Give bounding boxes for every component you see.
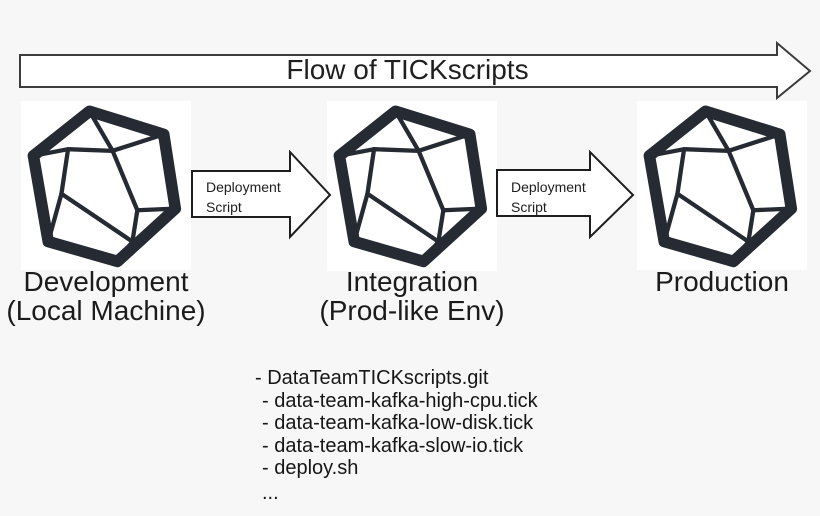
flow-direction-arrow [19,40,812,101]
deployment-label-line: Script [511,199,547,215]
node-label-integration: Integration (Prod-like Env) [312,267,512,325]
file-list-item: - DataTeamTICKscripts.git [255,367,489,389]
deployment-arrow-1-label: Deployment Script [206,177,281,217]
node-title: Development [23,266,189,297]
node-title: Integration [345,266,479,297]
kapacitor-icon [333,105,488,268]
file-list-item: - data-team-kafka-slow-io.tick [262,434,524,457]
node-label-production: Production [622,267,820,296]
deployment-arrow-2 [496,150,635,240]
file-list-item: - deploy.sh [262,457,359,479]
deployment-arrow-2-label: Deployment Script [511,177,586,217]
deployment-arrow-1 [191,150,332,240]
file-list-ellipsis: ... [262,481,279,504]
file-list-item: - data-team-kafka-high-cpu.tick [262,389,538,412]
node-development [21,101,191,270]
deployment-label-line: Deployment [511,179,586,195]
kapacitor-icon [643,105,798,268]
node-title: Production [655,266,789,297]
deployment-label-line: Deployment [206,179,281,195]
file-list: - DataTeamTICKscripts.git - data-team-ka… [255,367,538,504]
file-list-item: - data-team-kafka-low-disk.tick [262,412,534,434]
node-subtitle: (Local Machine) [6,295,206,326]
node-label-development: Development (Local Machine) [6,267,206,325]
node-integration [327,101,497,271]
flow-arrow-label: Flow of TICKscripts [286,54,529,85]
kapacitor-icon [27,105,182,268]
deployment-label-line: Script [206,199,242,215]
node-subtitle: (Prod-like Env) [319,295,505,326]
node-production [637,101,807,270]
